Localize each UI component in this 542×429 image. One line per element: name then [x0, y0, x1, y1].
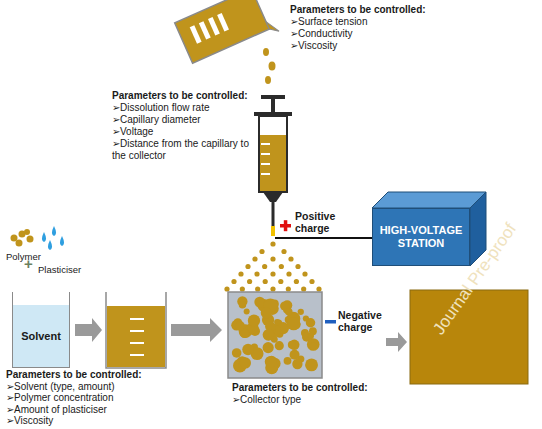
parameter-item: ➢Voltage	[112, 126, 153, 138]
parameter-item: ➢Dissolution flow rate	[112, 102, 209, 114]
parameter-item: ➢Conductivity	[290, 28, 352, 40]
syringe	[254, 95, 292, 236]
ingredient-label: Plasticiser	[38, 264, 81, 276]
wire	[275, 237, 372, 239]
parameter-item: ➢Amount of plasticiser	[6, 404, 107, 416]
parameter-item: ➢Solvent (type, amount)	[6, 381, 115, 393]
voltage-station: HIGH-VOLTAGE STATION	[372, 208, 470, 266]
parameter-item: ➢Viscosity	[6, 415, 53, 427]
parameter-item: ➢Surface tension	[290, 16, 368, 28]
parameter-heading: Parameters to be controlled:	[112, 90, 248, 102]
parameter-heading: Parameters to be controlled:	[232, 382, 368, 394]
plus-sign	[280, 220, 291, 231]
film	[410, 290, 528, 384]
beaker-label: Solvent	[21, 330, 61, 343]
parameter-item: ➢Polymer concentration	[6, 392, 114, 404]
solution-beaker	[106, 292, 166, 368]
minus-sign	[325, 320, 336, 324]
collected-fibres	[231, 296, 319, 374]
polymer-beads	[11, 229, 34, 247]
station-label: HIGH-VOLTAGE STATION	[377, 224, 465, 250]
parameter-heading: Parameters to be controlled:	[290, 4, 426, 16]
parameter-heading: Parameters to be controlled:	[6, 369, 142, 381]
ingredient-label: Polymer	[6, 251, 41, 263]
parameter-item: ➢Viscosity	[290, 40, 337, 52]
spray-droplets	[224, 241, 321, 291]
parameter-item: ➢Capillary diameter	[112, 114, 201, 126]
charge-label: Positive charge	[295, 210, 347, 234]
parameter-item: ➢Distance from the capillary to the coll…	[112, 138, 254, 161]
solvent-beaker: Solvent	[12, 292, 70, 368]
plus-symbol: +	[24, 256, 33, 271]
charge-label: Negative charge	[338, 309, 386, 333]
collector	[228, 292, 322, 378]
station-top	[372, 192, 486, 208]
pouring-beaker	[175, 0, 279, 69]
plasticiser-drops	[42, 226, 64, 250]
parameter-item: ➢Collector type	[232, 394, 301, 406]
drops	[263, 48, 276, 84]
